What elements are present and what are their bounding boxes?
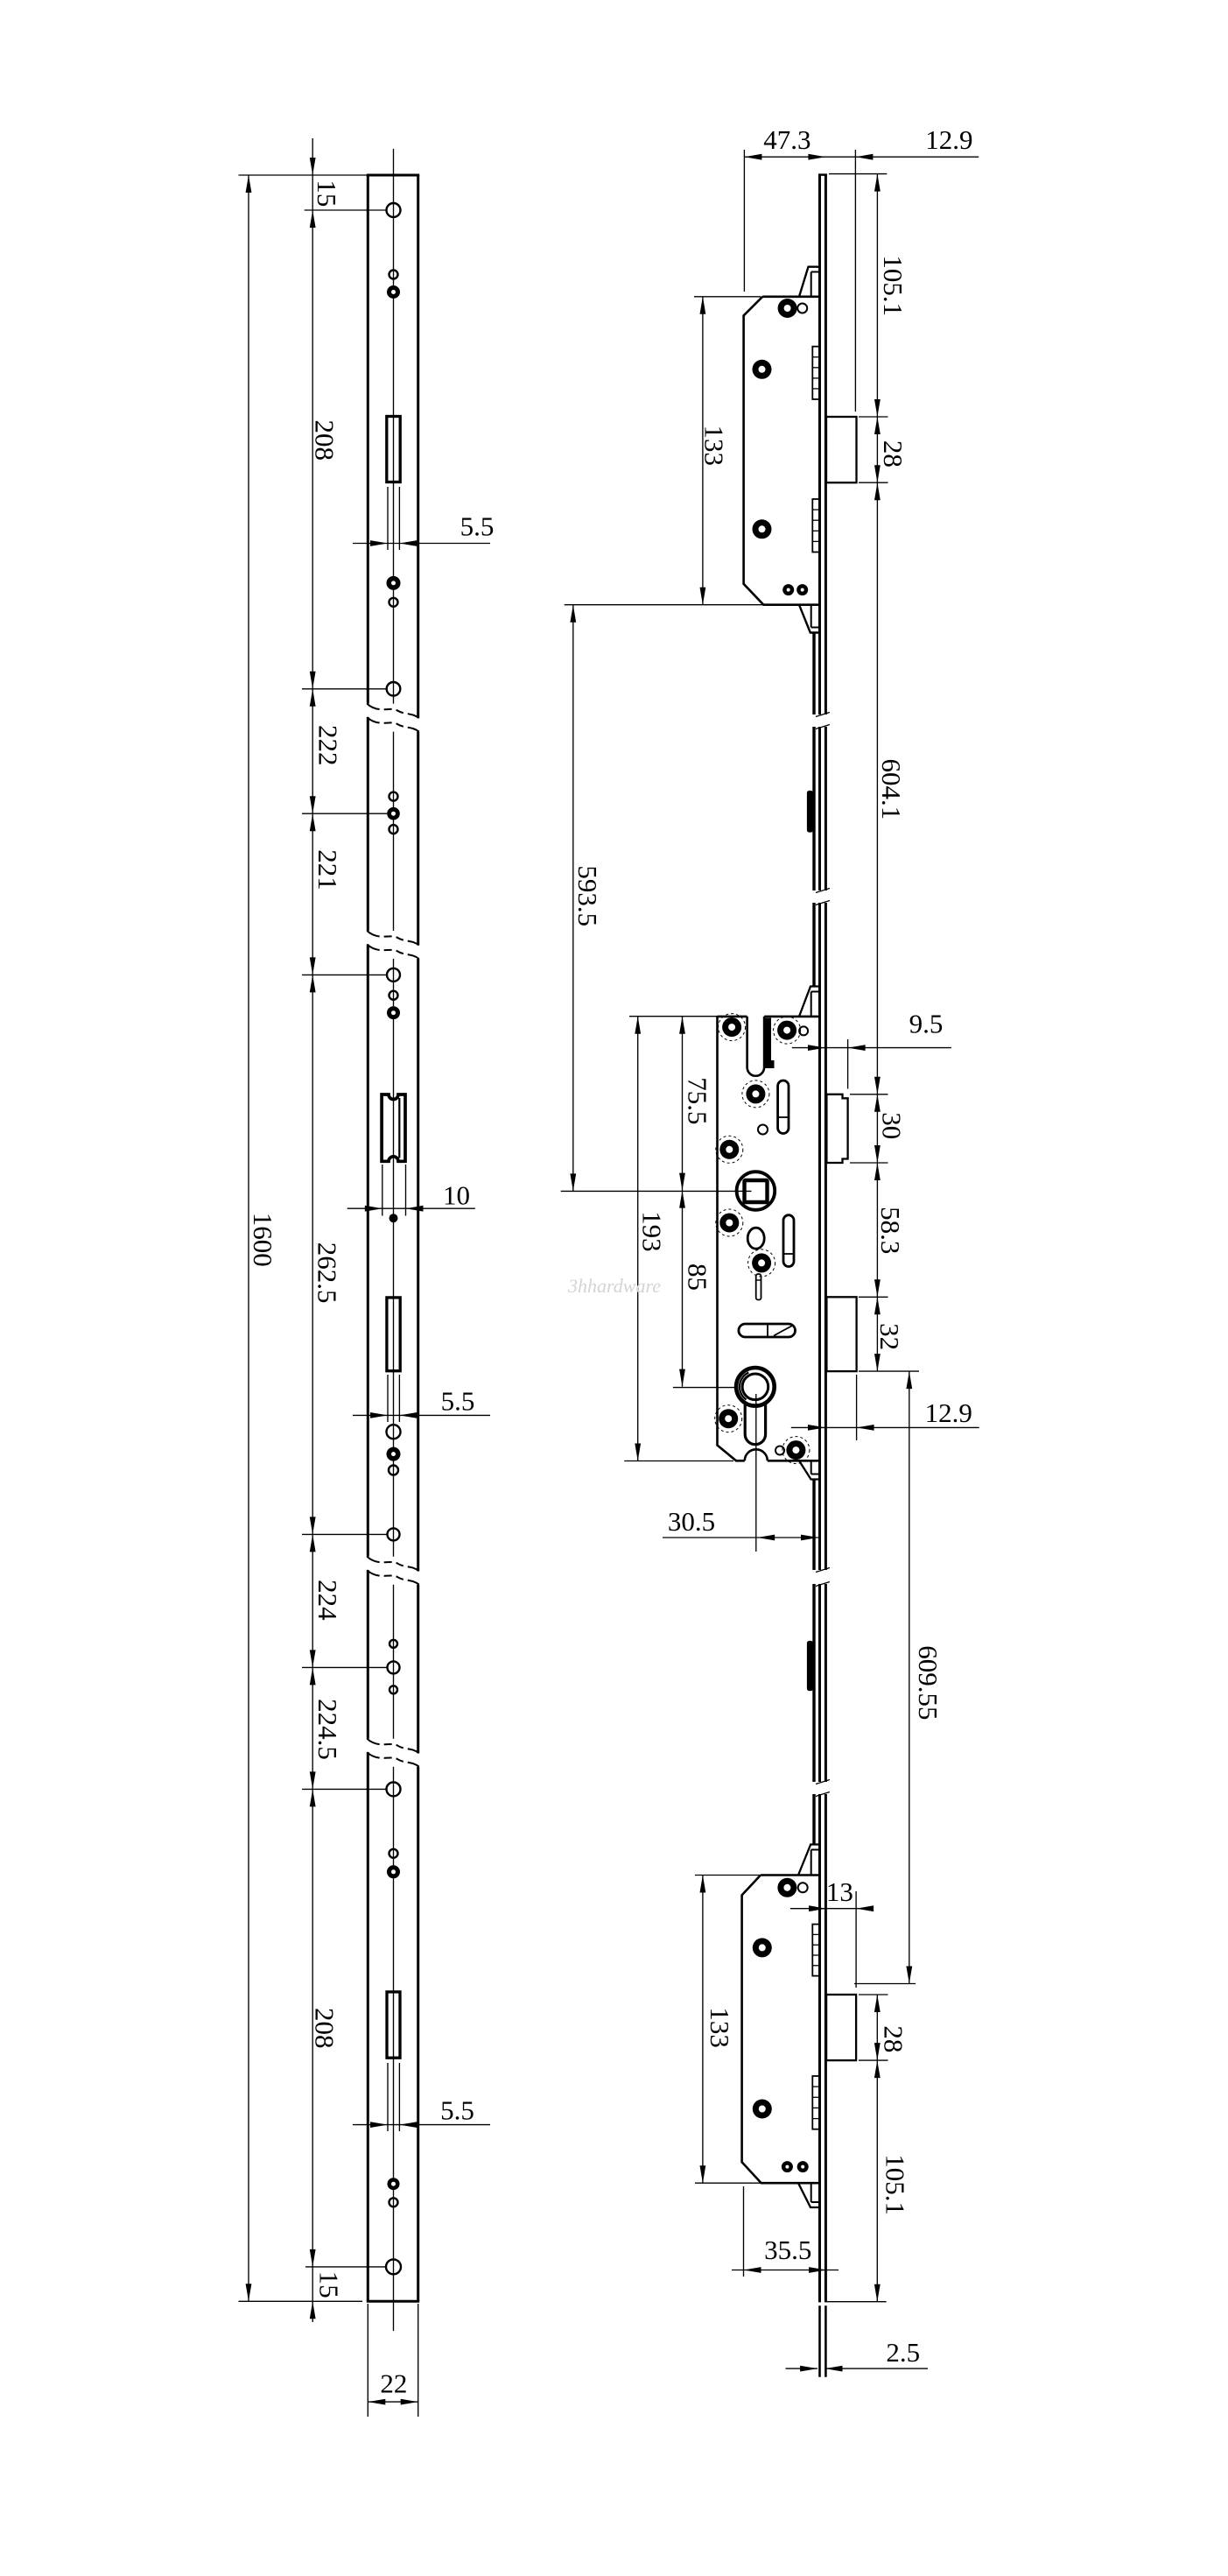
svg-text:609.55: 609.55: [913, 1645, 944, 1720]
svg-text:5.5: 5.5: [460, 511, 495, 542]
svg-text:28: 28: [878, 440, 909, 468]
svg-text:47.3: 47.3: [763, 124, 810, 155]
svg-text:22: 22: [380, 2368, 407, 2399]
svg-text:208: 208: [309, 420, 340, 461]
svg-text:75.5: 75.5: [683, 1077, 713, 1124]
svg-text:15: 15: [313, 2271, 344, 2298]
svg-text:3hhardware: 3hhardware: [567, 1275, 661, 1297]
svg-text:2.5: 2.5: [886, 2337, 920, 2368]
svg-text:222: 222: [313, 725, 344, 766]
svg-text:208: 208: [309, 2008, 340, 2049]
svg-text:105.1: 105.1: [878, 255, 909, 316]
svg-text:12.9: 12.9: [925, 1397, 972, 1428]
svg-text:5.5: 5.5: [440, 2095, 474, 2126]
svg-text:262.5: 262.5: [312, 1242, 343, 1304]
svg-text:28: 28: [879, 2025, 909, 2052]
svg-text:9.5: 9.5: [909, 1009, 944, 1039]
svg-text:224: 224: [312, 1580, 343, 1621]
svg-text:5.5: 5.5: [441, 1386, 475, 1417]
svg-text:85: 85: [682, 1263, 712, 1291]
svg-text:133: 133: [698, 426, 729, 467]
svg-text:30.5: 30.5: [668, 1506, 715, 1537]
svg-text:32: 32: [874, 1323, 905, 1350]
svg-text:30: 30: [877, 1112, 908, 1139]
svg-text:10: 10: [443, 1180, 470, 1211]
svg-text:12.9: 12.9: [925, 124, 972, 155]
svg-text:35.5: 35.5: [764, 2235, 811, 2265]
svg-text:593.5: 593.5: [572, 865, 603, 926]
svg-text:58.3: 58.3: [875, 1207, 906, 1254]
svg-text:221: 221: [312, 849, 343, 890]
svg-text:13: 13: [826, 1876, 853, 1907]
svg-text:105.1: 105.1: [881, 2154, 911, 2215]
svg-text:133: 133: [705, 2007, 735, 2048]
svg-text:1600: 1600: [248, 1213, 278, 1267]
svg-text:193: 193: [636, 1211, 667, 1252]
svg-text:224.5: 224.5: [312, 1699, 343, 1760]
svg-text:15: 15: [312, 179, 342, 207]
svg-text:604.1: 604.1: [876, 759, 907, 820]
